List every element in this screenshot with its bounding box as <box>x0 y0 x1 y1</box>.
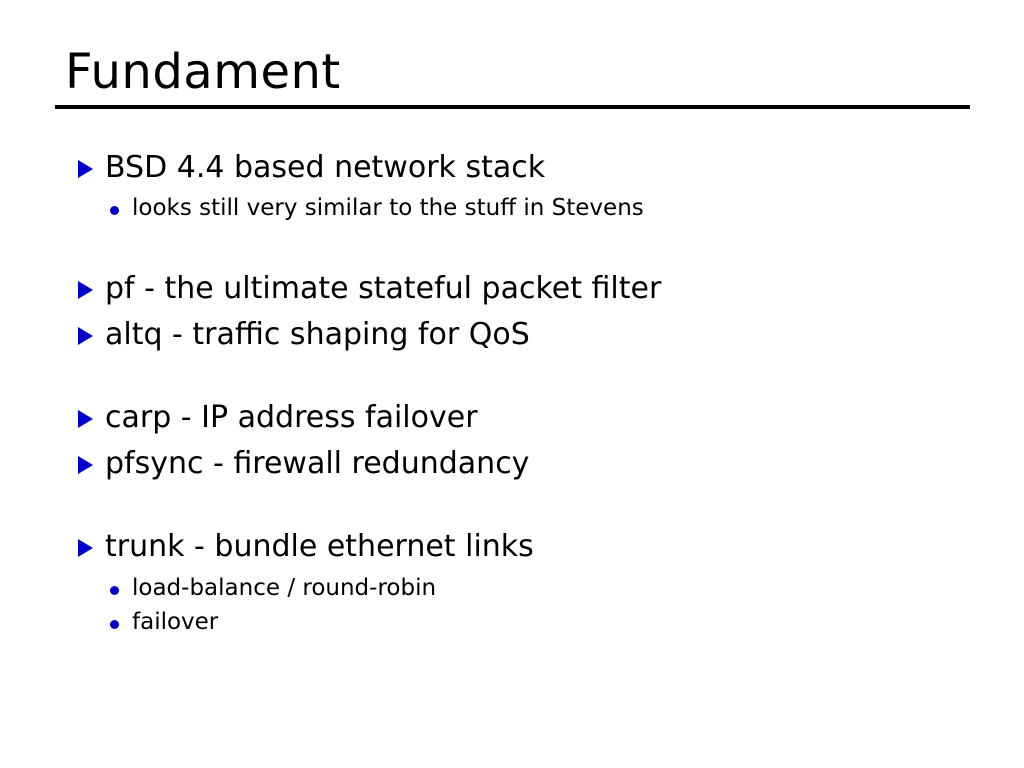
triangle-bullet-icon <box>78 410 93 429</box>
bullet-group: trunk - bundle ethernet links load-balanc… <box>78 528 984 637</box>
bullet-group: BSD 4.4 based network stack looks still v… <box>78 149 984 224</box>
bullet-text: failover <box>132 608 219 635</box>
page-title: Fundament <box>65 44 341 100</box>
sub-bullet-item: load-balance / round-robin <box>110 574 984 604</box>
bullet-item: pf - the ultimate stateful packet filter <box>78 270 984 308</box>
sub-bullet-item: failover <box>110 608 984 638</box>
sub-bullet-item: looks still very similar to the stuff in… <box>110 194 984 224</box>
bullet-text: load-balance / round-robin <box>132 574 437 601</box>
bullet-list: BSD 4.4 based network stack looks still v… <box>0 109 1024 638</box>
triangle-bullet-icon <box>78 455 93 474</box>
dot-bullet-icon <box>110 585 119 595</box>
triangle-bullet-icon <box>78 326 93 345</box>
bullet-text: altq - traffic shaping for QoS <box>105 316 530 352</box>
triangle-bullet-icon <box>78 160 93 179</box>
dot-bullet-icon <box>110 619 119 629</box>
bullet-text: BSD 4.4 based network stack <box>105 149 546 185</box>
bullet-text: pfsync - firewall redundancy <box>105 445 530 481</box>
bullet-group: pf - the ultimate stateful packet filter… <box>78 270 984 353</box>
title-underline <box>55 104 970 109</box>
bullet-text: carp - IP address failover <box>105 400 478 436</box>
bullet-text: trunk - bundle ethernet links <box>105 529 534 565</box>
bullet-item: BSD 4.4 based network stack <box>78 149 984 187</box>
bullet-text: pf - the ultimate stateful packet filter <box>105 271 662 307</box>
slide-header: Fundament <box>0 0 1024 109</box>
dot-bullet-icon <box>110 206 119 216</box>
bullet-item: pfsync - firewall redundancy <box>78 445 984 483</box>
bullet-group: carp - IP address failover pfsync - firew… <box>78 399 984 482</box>
triangle-bullet-icon <box>78 281 93 300</box>
triangle-bullet-icon <box>78 539 93 558</box>
bullet-text: looks still very similar to the stuff in… <box>132 195 644 222</box>
bullet-item: trunk - bundle ethernet links <box>78 528 984 566</box>
bullet-item: carp - IP address failover <box>78 399 984 437</box>
bullet-item: altq - traffic shaping for QoS <box>78 316 984 354</box>
